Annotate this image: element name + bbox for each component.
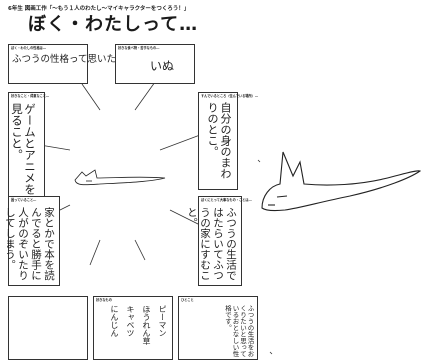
page-title: ぼく・わたしって… — [28, 14, 199, 35]
trouble-label: 困っていること… — [11, 198, 37, 202]
hobby-text: ゲームとアニメを見ること。 — [10, 103, 37, 195]
likes-item-3: キャベツ — [126, 305, 135, 337]
likes-list-box: 好きなもの ピーマン ほうれん草 キャベツ にんじん — [93, 296, 173, 360]
favorite-food-box: 好きな食べ物・苦手なもの… いぬ — [115, 44, 195, 84]
likes-list-label: 好きなもの — [96, 298, 112, 302]
likes-item-4: にんじん — [110, 305, 119, 337]
bottom-row-blank-box — [8, 296, 88, 360]
comment-box: ひとこと ふつうの生活をおくりたいと思っているおとなしい性格です。 — [178, 296, 258, 360]
living-place-box: すんでいるところ（住んでいる場所）… 自分の身のまわりのとこ。 — [198, 92, 258, 190]
hobby-box: 好きなこと・得意なこと… ゲームとアニメを見ること。 — [8, 92, 49, 202]
important-thing-text: ふつうの生活ではたらいてふつうの家にすむこと。 — [186, 207, 237, 281]
trouble-box: 困っていること… 家とかで本を読んでると勝手に人がのぞいたりしてしまう。 — [4, 196, 60, 286]
personality-text: ふつうの性格って思いたい。 — [12, 54, 136, 65]
hobby-label: 好きなこと・得意なこと… — [11, 94, 50, 98]
assignment-heading: 6年生 図画工作「〜もう１人のわたし〜マイキャラクターをつくろう！」 — [8, 6, 190, 12]
likes-item-2: ほうれん草 — [142, 305, 151, 345]
character-drawing-small — [74, 169, 166, 186]
likes-item-1: ピーマン — [158, 305, 167, 337]
favorite-food-label: 好きな食べ物・苦手なもの… — [118, 46, 160, 50]
trouble-text: 家とかで本を読んでると勝手に人がのぞいたりしてしまう。 — [4, 207, 55, 281]
important-thing-label: ぼくにとって大事なもの・ことは… — [201, 198, 252, 202]
character-drawing-large — [261, 151, 422, 212]
important-thing-box: ぼくにとって大事なもの・ことは… ふつうの生活ではたらいてふつうの家にすむこと。 — [186, 196, 252, 286]
comment-label: ひとこと — [181, 298, 194, 302]
personality-label: ぼく・わたしの性格は… — [11, 46, 47, 50]
favorite-food-text: いぬ — [150, 59, 175, 73]
living-place-text: 自分の身のまわりのとこ。 — [206, 102, 232, 179]
comment-text: ふつうの生活をおくりたいと思っているおとなしい性格です。 — [223, 305, 255, 357]
personality-box: ぼく・わたしの性格は… ふつうの性格って思いたい。 — [8, 44, 135, 84]
living-place-label: すんでいるところ（住んでいる場所）… — [201, 94, 259, 98]
